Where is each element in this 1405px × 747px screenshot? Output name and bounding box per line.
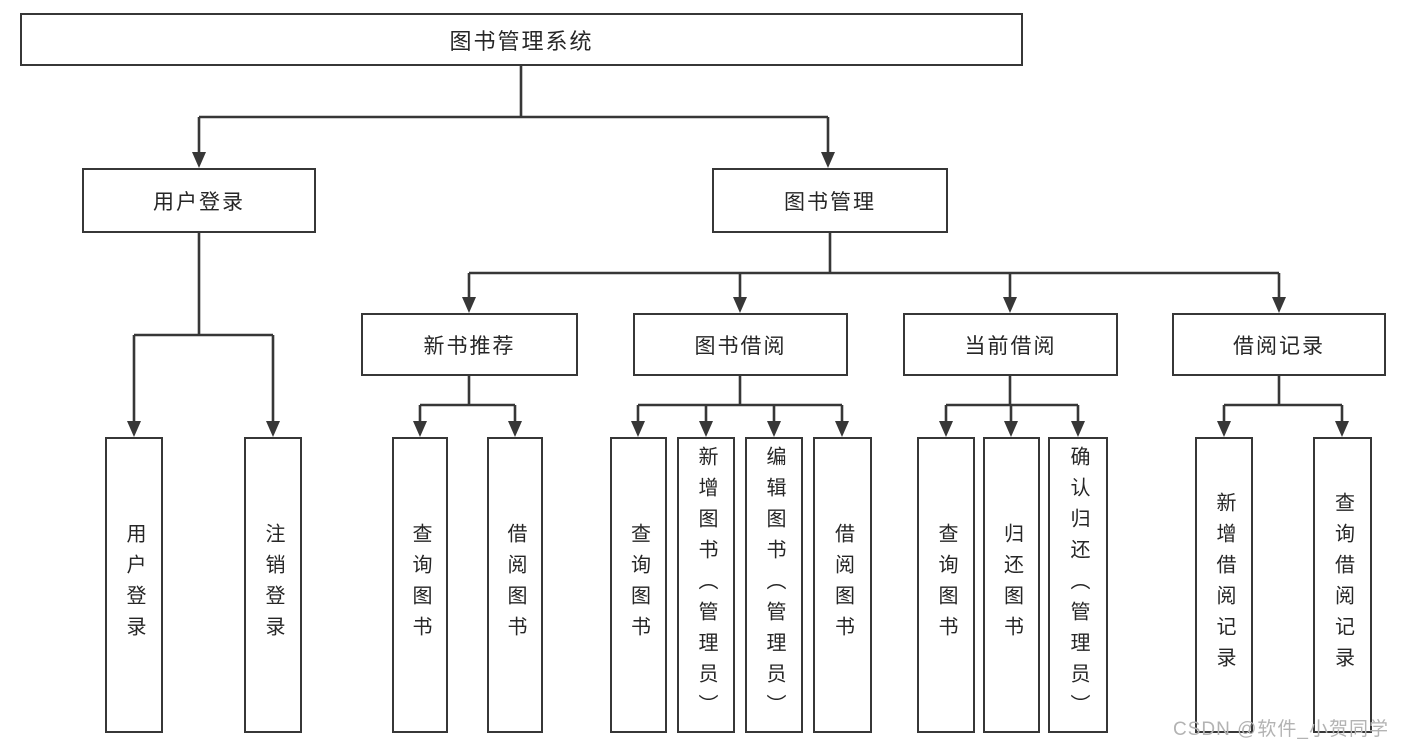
node-br-add-record: 新增借阅记录 <box>1195 437 1253 733</box>
node-label: 借阅图书 <box>504 523 526 647</box>
node-label: 归还图书 <box>1000 523 1023 647</box>
node-user-login-branch: 用户登录 <box>82 168 316 233</box>
node-label: 确认归还（管理员） <box>1067 445 1089 725</box>
node-br-query-record: 查询借阅记录 <box>1313 437 1372 733</box>
node-label: 查询借阅记录 <box>1331 492 1354 678</box>
node-label: 注销登录 <box>262 523 284 647</box>
node-borrow-record: 借阅记录 <box>1172 313 1386 376</box>
node-book-borrow: 图书借阅 <box>633 313 848 376</box>
arrowhead-icons <box>127 152 1349 437</box>
node-library-system: 图书管理系统 <box>20 13 1023 66</box>
node-label: 查询图书 <box>935 523 957 647</box>
node-new-book-recommend: 新书推荐 <box>361 313 578 376</box>
node-label: 用户登录 <box>123 523 145 647</box>
node-nb-borrow-books: 借阅图书 <box>487 437 543 733</box>
node-user-login-fn: 用户登录 <box>105 437 163 733</box>
node-label: 查询图书 <box>409 523 431 647</box>
node-current-borrow: 当前借阅 <box>903 313 1118 376</box>
node-cb-confirm-return: 确认归还（管理员） <box>1048 437 1108 733</box>
node-label: 新增借阅记录 <box>1213 492 1235 678</box>
node-label: 借阅图书 <box>831 523 854 647</box>
node-logout: 注销登录 <box>244 437 302 733</box>
node-book-management: 图书管理 <box>712 168 948 233</box>
node-cb-return-books: 归还图书 <box>983 437 1040 733</box>
tree-edges <box>132 66 1344 422</box>
node-cb-query-books: 查询图书 <box>917 437 975 733</box>
node-label: 新增图书（管理员） <box>695 445 717 725</box>
node-bb-edit-books: 编辑图书（管理员） <box>745 437 803 733</box>
node-bb-borrow-books: 借阅图书 <box>813 437 872 733</box>
node-label: 查询图书 <box>627 523 650 647</box>
csdn-watermark: CSDN @软件_小贺同学 <box>1173 719 1389 740</box>
node-label: 编辑图书（管理员） <box>763 445 785 725</box>
node-bb-add-books: 新增图书（管理员） <box>677 437 735 733</box>
node-nb-query-books: 查询图书 <box>392 437 448 733</box>
node-bb-query-books: 查询图书 <box>610 437 667 733</box>
